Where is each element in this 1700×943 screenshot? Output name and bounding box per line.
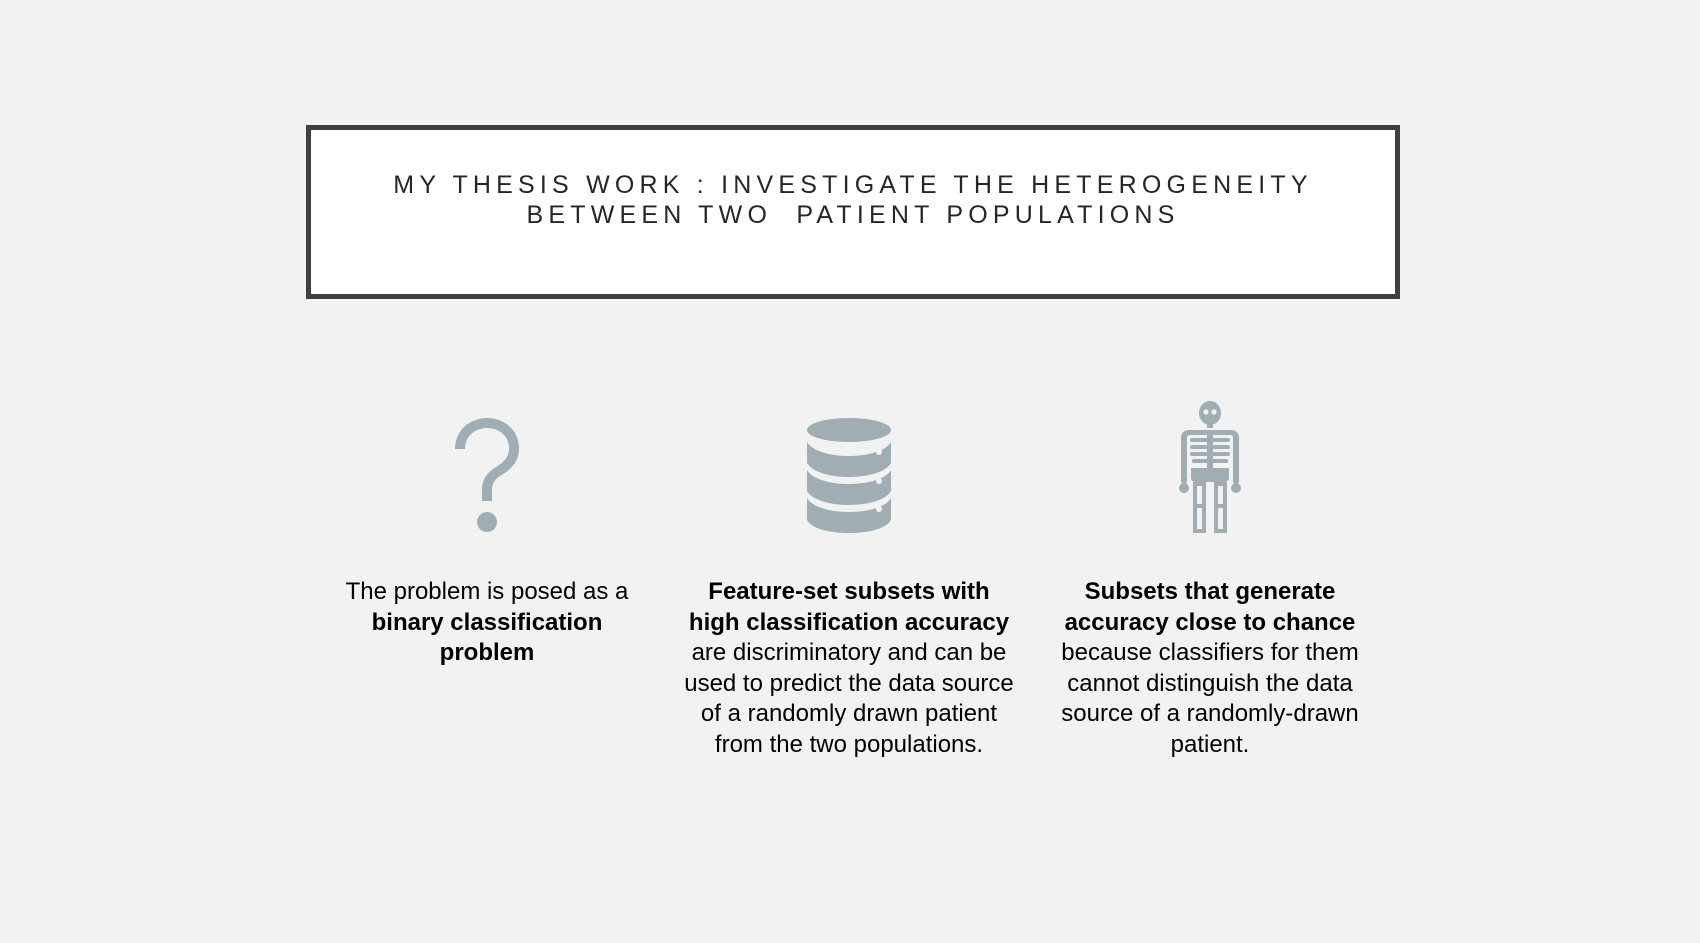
column-chance-accuracy-plain: because classifiers for them cannot dist… [1061,639,1359,758]
column-problem-text: The problem is posed as a binary classif… [322,577,652,669]
skeleton-icon-graphic [1179,401,1241,533]
column-high-accuracy-bold: Feature-set subsets with high classifica… [688,578,1010,636]
column-high-accuracy-plain: are discriminatory and can be used to pr… [684,639,1014,758]
title-box: MY THESIS WORK : INVESTIGATE THE HETEROG… [306,125,1400,299]
column-high-accuracy: Feature-set subsets with high classifica… [684,390,1014,760]
question-mark-icon [322,390,652,535]
column-high-accuracy-text: Feature-set subsets with high classifica… [684,577,1014,760]
column-problem-plain: The problem is posed as a [345,578,629,605]
column-problem: The problem is posed as a binary classif… [322,390,652,669]
database-icon [684,390,1014,535]
slide-title-line-1: MY THESIS WORK : INVESTIGATE THE HETEROG… [393,171,1313,199]
column-chance-accuracy-bold: Subsets that generate accuracy close to … [1064,578,1356,636]
question-mark-icon-graphic [455,418,519,532]
slide-title: MY THESIS WORK : INVESTIGATE THE HETEROG… [311,130,1395,230]
column-chance-accuracy: Subsets that generate accuracy close to … [1045,390,1375,760]
slide-title-line-2: BETWEEN TWO PATIENT POPULATIONS [526,201,1180,229]
column-problem-bold: binary classification problem [371,608,603,667]
skeleton-icon [1045,390,1375,535]
column-chance-accuracy-text: Subsets that generate accuracy close to … [1045,577,1375,760]
database-icon-graphic [807,418,891,533]
